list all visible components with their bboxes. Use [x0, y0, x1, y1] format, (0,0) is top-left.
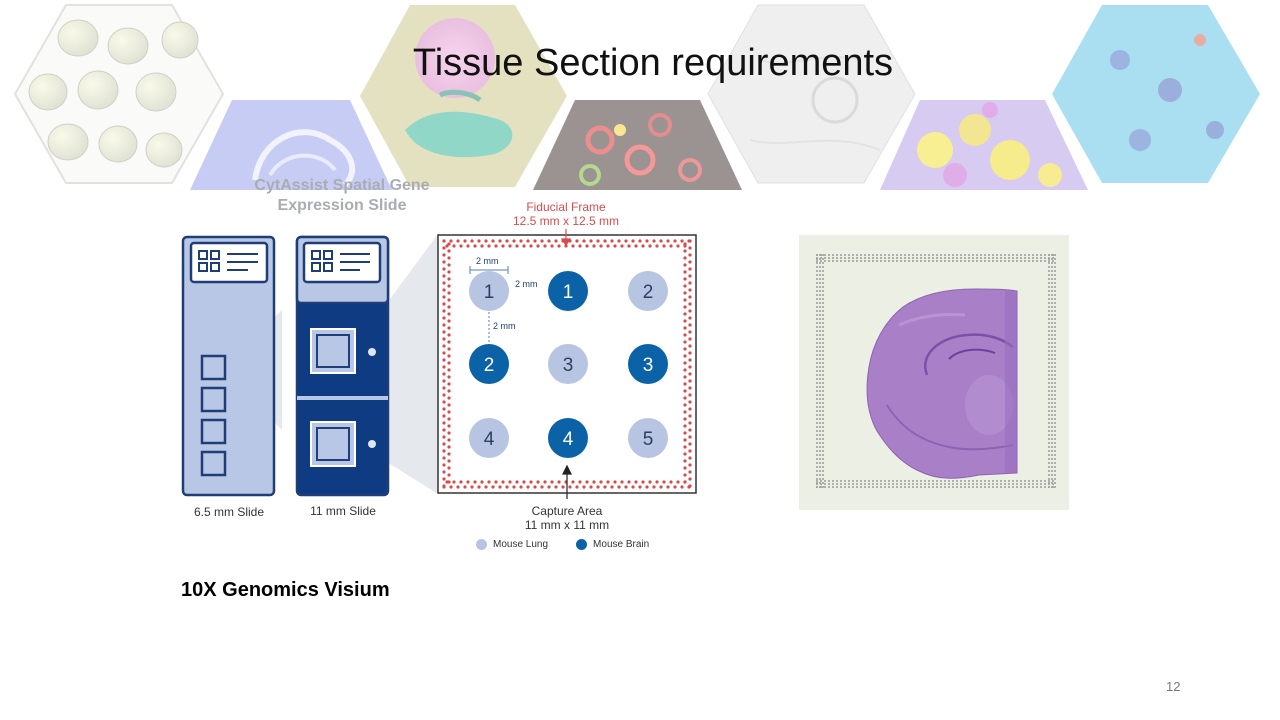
hexagon-image-fluorescence [533, 100, 742, 190]
capture-spot-label: 2 [643, 282, 654, 303]
capture-spot-label: 2 [484, 355, 495, 376]
capture-spot-label: 3 [563, 355, 574, 376]
capture-area-size: 11 mm x 11 mm [524, 518, 610, 532]
dim-horizontal-label: 2 mm [476, 256, 499, 266]
slide-11mm [295, 235, 390, 497]
legend: Mouse Lung Mouse Brain [476, 539, 649, 550]
slide-large-label: 11 mm Slide [310, 504, 376, 518]
capture-area-large-2 [310, 421, 376, 467]
slide-type-heading-line2: Expression Slide [277, 197, 407, 214]
hexagon-image-flower-cell [360, 5, 567, 187]
page-number: 12 [1166, 679, 1181, 694]
slide-title: Tissue Section requirements [412, 42, 894, 84]
capture-area-small-2 [200, 386, 227, 413]
slide-6-5mm [181, 235, 276, 497]
capture-spot-lung-3: 3 [548, 344, 588, 384]
capture-area-large-1 [310, 328, 376, 374]
hexagon-image-particles [880, 100, 1088, 190]
dim-vertical-label: 2 mm [493, 321, 516, 331]
slide-small-label: 6.5 mm Slide [193, 505, 265, 519]
capture-spot-lung-2: 2 [628, 271, 668, 311]
legend-label-brain: Mouse Brain [593, 539, 650, 550]
legend-label-lung: Mouse Lung [493, 539, 549, 550]
slide-caption: 10X Genomics Visium [181, 579, 390, 601]
label-grid-icon [198, 250, 258, 272]
slide-type-heading-line1: CytAssist Spatial Gene [254, 177, 430, 194]
capture-area-label: Capture Area 11 mm x 11 mm [487, 504, 647, 532]
capture-area-small-1 [200, 354, 227, 381]
fiducial-label: Fiducial Frame 12.5 mm x 12.5 mm [486, 200, 646, 228]
legend-swatch-lung [476, 539, 487, 550]
capture-spot-lung-1: 1 [469, 271, 509, 311]
brain-hemisphere [866, 288, 1018, 479]
capture-area-small-3 [200, 418, 227, 445]
capture-spot-brain-2: 2 [469, 344, 509, 384]
hexagon-image-cells [13, 4, 225, 184]
capture-spot-brain-1: 1 [548, 271, 588, 311]
fiducial-title: Fiducial Frame [526, 200, 606, 214]
label-grid-icon [311, 250, 370, 272]
capture-spot-label: 4 [484, 429, 495, 450]
capture-spots: 1 1 2 2 3 3 4 4 5 [469, 271, 668, 458]
capture-spot-label: 3 [643, 355, 654, 376]
tissue-section-image [799, 235, 1069, 510]
hexagon-image-electron-micrograph [707, 4, 916, 184]
capture-spot-label: 5 [643, 429, 654, 450]
capture-area-small-4 [200, 450, 227, 477]
dimension-markers [469, 266, 509, 345]
legend-swatch-brain [576, 539, 588, 550]
capture-area-title: Capture Area [531, 504, 603, 518]
hexagon-image-lattice [190, 100, 392, 190]
fiducial-frame [442, 239, 692, 489]
capture-spot-label: 1 [563, 282, 574, 303]
fiducial-dot-pattern [816, 254, 1056, 488]
capture-spot-brain-3: 3 [628, 344, 668, 384]
capture-spot-brain-4: 4 [548, 418, 588, 458]
dim-spacing-label: 2 mm [515, 279, 538, 289]
capture-spot-lung-5: 5 [628, 418, 668, 458]
fiducial-size: 12.5 mm x 12.5 mm [512, 214, 620, 228]
capture-spot-lung-4: 4 [469, 418, 509, 458]
fiducial-arrow [560, 229, 572, 247]
capture-spot-label: 4 [563, 429, 574, 450]
slide-type-heading: CytAssist Spatial Gene Expression Slide [222, 176, 462, 216]
hexagon-image-stained-tissue [1052, 5, 1260, 183]
capture-spot-label: 1 [484, 282, 495, 303]
capture-arrow [562, 464, 572, 499]
header-image-banner [13, 4, 1260, 190]
capture-area-detail: 1 1 2 2 3 3 4 4 5 [437, 229, 697, 499]
